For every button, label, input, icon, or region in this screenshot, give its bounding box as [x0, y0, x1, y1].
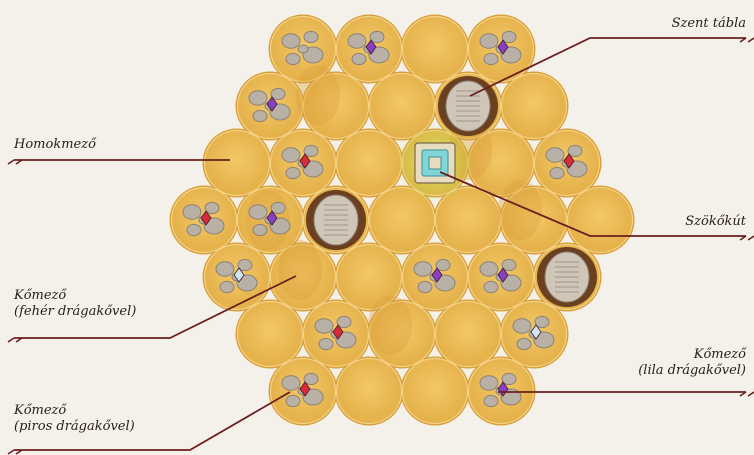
label-komezo-lila-line1: Kőmező — [560, 347, 746, 363]
label-szent-tabla: Szent tábla — [600, 16, 746, 32]
rock — [298, 45, 308, 53]
rock — [286, 53, 300, 64]
fountain-icon — [396, 124, 474, 202]
dune — [278, 240, 322, 300]
rock — [480, 34, 498, 48]
dune — [498, 180, 542, 240]
label-komezo-piros-line2: (piros drágakővel) — [14, 419, 135, 435]
rock — [282, 34, 300, 48]
rock — [253, 110, 267, 121]
rock — [517, 338, 531, 349]
rock — [216, 262, 234, 276]
rock — [282, 148, 300, 162]
rock — [183, 205, 201, 219]
rock — [352, 53, 366, 64]
rock — [513, 319, 531, 333]
label-szokokut-text: Szökőkút — [685, 214, 746, 229]
rock — [484, 53, 498, 64]
label-homokmezo-text: Homokmező — [14, 137, 96, 152]
rock — [286, 167, 300, 178]
label-szent-tabla-text: Szent tábla — [672, 16, 746, 31]
rock — [249, 91, 267, 105]
label-szokokut: Szökőkút — [600, 214, 746, 230]
sacred-tablet — [537, 247, 597, 307]
rock — [418, 281, 432, 292]
label-komezo-lila: Kőmező (lila drágakővel) — [560, 347, 746, 379]
sacred-tablet — [306, 190, 366, 250]
rock — [484, 395, 498, 406]
label-komezo-piros-line1: Kőmező — [14, 403, 135, 419]
rock — [304, 31, 318, 42]
rock — [480, 376, 498, 390]
rock — [348, 34, 366, 48]
dune — [368, 295, 412, 355]
label-komezo-feher: Kőmező (fehér drágakővel) — [14, 288, 136, 320]
label-komezo-lila-line2: (lila drágakővel) — [560, 363, 746, 379]
rock — [187, 224, 201, 235]
label-homokmezo: Homokmező — [14, 137, 96, 153]
label-komezo-piros: Kőmező (piros drágakővel) — [14, 403, 135, 435]
rock — [249, 205, 267, 219]
rock — [546, 148, 564, 162]
label-komezo-feher-line2: (fehér drágakővel) — [14, 304, 136, 320]
rock — [220, 281, 234, 292]
rock — [319, 338, 333, 349]
dune — [296, 65, 340, 125]
rock — [282, 376, 300, 390]
rock — [315, 319, 333, 333]
rock — [480, 262, 498, 276]
rock — [414, 262, 432, 276]
label-komezo-feher-line1: Kőmező — [14, 288, 136, 304]
rock — [550, 167, 564, 178]
rock — [484, 281, 498, 292]
rock — [286, 395, 300, 406]
rock — [253, 224, 267, 235]
